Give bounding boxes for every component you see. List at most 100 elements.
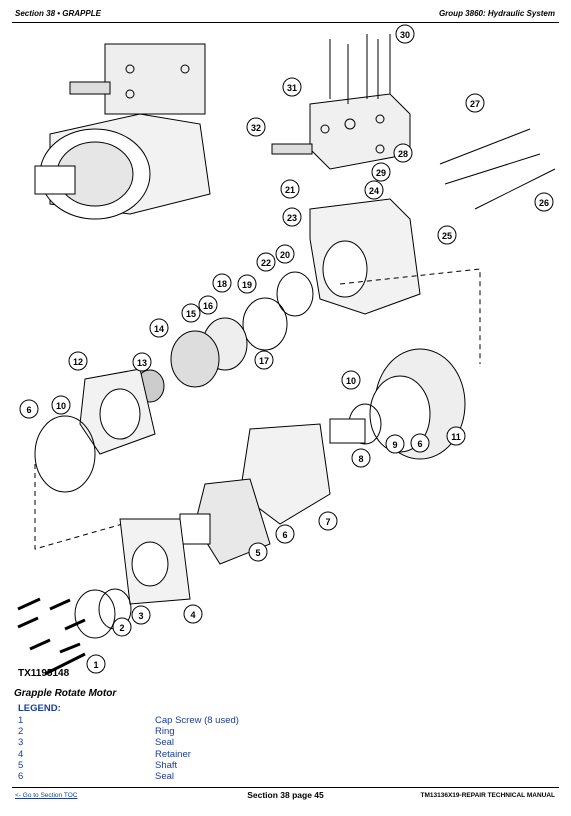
svg-text:18: 18 bbox=[217, 279, 227, 289]
callout: 7 bbox=[318, 511, 338, 531]
callout: 12 bbox=[68, 351, 88, 371]
svg-text:10: 10 bbox=[56, 401, 66, 411]
legend-desc: Retainer bbox=[155, 748, 191, 760]
callout: 14 bbox=[149, 318, 169, 338]
svg-text:22: 22 bbox=[261, 258, 271, 268]
section-header: Section 38 • GRAPPLE bbox=[15, 9, 101, 18]
svg-text:3: 3 bbox=[138, 611, 143, 621]
callout: 17 bbox=[254, 350, 274, 370]
callout: 5 bbox=[248, 542, 268, 562]
callout: 11 bbox=[446, 426, 466, 446]
legend-row: 4 Retainer bbox=[18, 749, 538, 760]
exploded-view-diagram: 1 2 3 4 5 6 7 8 9 6 11 10 12 13 14 15 16… bbox=[17, 24, 556, 679]
legend-num: 1 bbox=[18, 715, 24, 726]
callout: 18 bbox=[212, 273, 232, 293]
svg-text:25: 25 bbox=[442, 231, 452, 241]
callout: 9 bbox=[385, 434, 405, 454]
svg-text:19: 19 bbox=[242, 280, 252, 290]
go-to-section-toc-link[interactable]: <- Go to Section TOC bbox=[15, 792, 78, 799]
callout: 31 bbox=[282, 77, 302, 97]
callout: 8 bbox=[351, 448, 371, 468]
svg-text:29: 29 bbox=[376, 168, 386, 178]
legend-row: 6 Seal bbox=[18, 771, 538, 782]
svg-text:30: 30 bbox=[400, 30, 410, 40]
svg-text:23: 23 bbox=[287, 213, 297, 223]
svg-text:5: 5 bbox=[255, 548, 260, 558]
legend-desc: Ring bbox=[155, 726, 175, 738]
legend-desc: Seal bbox=[155, 770, 175, 782]
svg-text:13: 13 bbox=[137, 358, 147, 368]
callout: 23 bbox=[282, 207, 302, 227]
callout: 6 bbox=[410, 433, 430, 453]
svg-text:11: 11 bbox=[451, 432, 461, 442]
figure-id: TX1195148 bbox=[18, 668, 70, 679]
legend-desc: Shaft bbox=[155, 759, 178, 771]
page-number: Section 38 page 45 bbox=[247, 790, 324, 800]
svg-text:7: 7 bbox=[325, 517, 330, 527]
group-header: Group 3860: Hydraulic System bbox=[438, 9, 555, 18]
svg-text:27: 27 bbox=[470, 99, 480, 109]
callout: 13 bbox=[132, 352, 152, 372]
legend-row: 2 Ring bbox=[18, 726, 538, 737]
callout: 26 bbox=[534, 192, 554, 212]
callout: 6 bbox=[275, 524, 295, 544]
svg-text:32: 32 bbox=[251, 123, 261, 133]
callout: 32 bbox=[246, 117, 266, 137]
callout: 24 bbox=[364, 180, 384, 200]
svg-text:10: 10 bbox=[346, 376, 356, 386]
legend-row: 5 Shaft bbox=[18, 760, 538, 771]
svg-text:17: 17 bbox=[259, 356, 269, 366]
svg-text:1: 1 bbox=[93, 660, 98, 670]
callout: 30 bbox=[395, 24, 415, 44]
legend-desc: Seal bbox=[155, 737, 175, 749]
assembled-motor-illustration bbox=[34, 43, 211, 220]
callout: 27 bbox=[465, 93, 485, 113]
callout: 22 bbox=[256, 252, 276, 272]
valve-block-illustration bbox=[271, 34, 556, 210]
legend-num: 2 bbox=[18, 726, 24, 738]
callout: 21 bbox=[280, 179, 300, 199]
callout: 15 bbox=[181, 303, 201, 323]
callout: 25 bbox=[437, 225, 457, 245]
svg-text:21: 21 bbox=[285, 185, 295, 195]
svg-text:31: 31 bbox=[287, 83, 297, 93]
svg-text:26: 26 bbox=[539, 198, 549, 208]
svg-text:20: 20 bbox=[280, 250, 290, 260]
legend-num: 6 bbox=[18, 770, 24, 782]
manual-title: TM13136X19-REPAIR TECHNICAL MANUAL bbox=[420, 792, 555, 799]
legend-num: 3 bbox=[18, 737, 24, 749]
svg-text:12: 12 bbox=[73, 357, 83, 367]
callout: 3 bbox=[131, 605, 151, 625]
svg-text:16: 16 bbox=[203, 301, 213, 311]
svg-text:6: 6 bbox=[282, 530, 287, 540]
svg-text:8: 8 bbox=[358, 454, 363, 464]
callout: 29 bbox=[371, 162, 391, 182]
callout: 2 bbox=[112, 617, 132, 637]
cap-screws-illustration bbox=[17, 597, 86, 676]
svg-text:4: 4 bbox=[190, 610, 195, 620]
legend-heading: LEGEND: bbox=[18, 703, 61, 714]
svg-text:15: 15 bbox=[186, 309, 196, 319]
legend-row: 1 Cap Screw (8 used) bbox=[18, 715, 538, 726]
callout: 19 bbox=[237, 274, 257, 294]
callout: 4 bbox=[183, 604, 203, 624]
legend-row: 3 Seal bbox=[18, 737, 538, 748]
svg-text:9: 9 bbox=[392, 440, 397, 450]
svg-text:14: 14 bbox=[154, 324, 164, 334]
svg-text:2: 2 bbox=[119, 623, 124, 633]
callout: 20 bbox=[275, 244, 295, 264]
callout: 1 bbox=[86, 654, 106, 674]
legend-num: 4 bbox=[18, 748, 24, 760]
legend-desc: Cap Screw (8 used) bbox=[155, 715, 239, 726]
svg-text:24: 24 bbox=[369, 186, 379, 196]
legend-num: 5 bbox=[18, 759, 24, 771]
callout: 16 bbox=[198, 295, 218, 315]
callout: 28 bbox=[393, 143, 413, 163]
figure-title: Grapple Rotate Motor bbox=[14, 688, 117, 699]
callout: 6 bbox=[19, 399, 39, 419]
footer-rule bbox=[12, 787, 559, 788]
callout: 10 bbox=[341, 370, 361, 390]
svg-text:28: 28 bbox=[398, 149, 408, 159]
header-rule bbox=[12, 22, 559, 23]
